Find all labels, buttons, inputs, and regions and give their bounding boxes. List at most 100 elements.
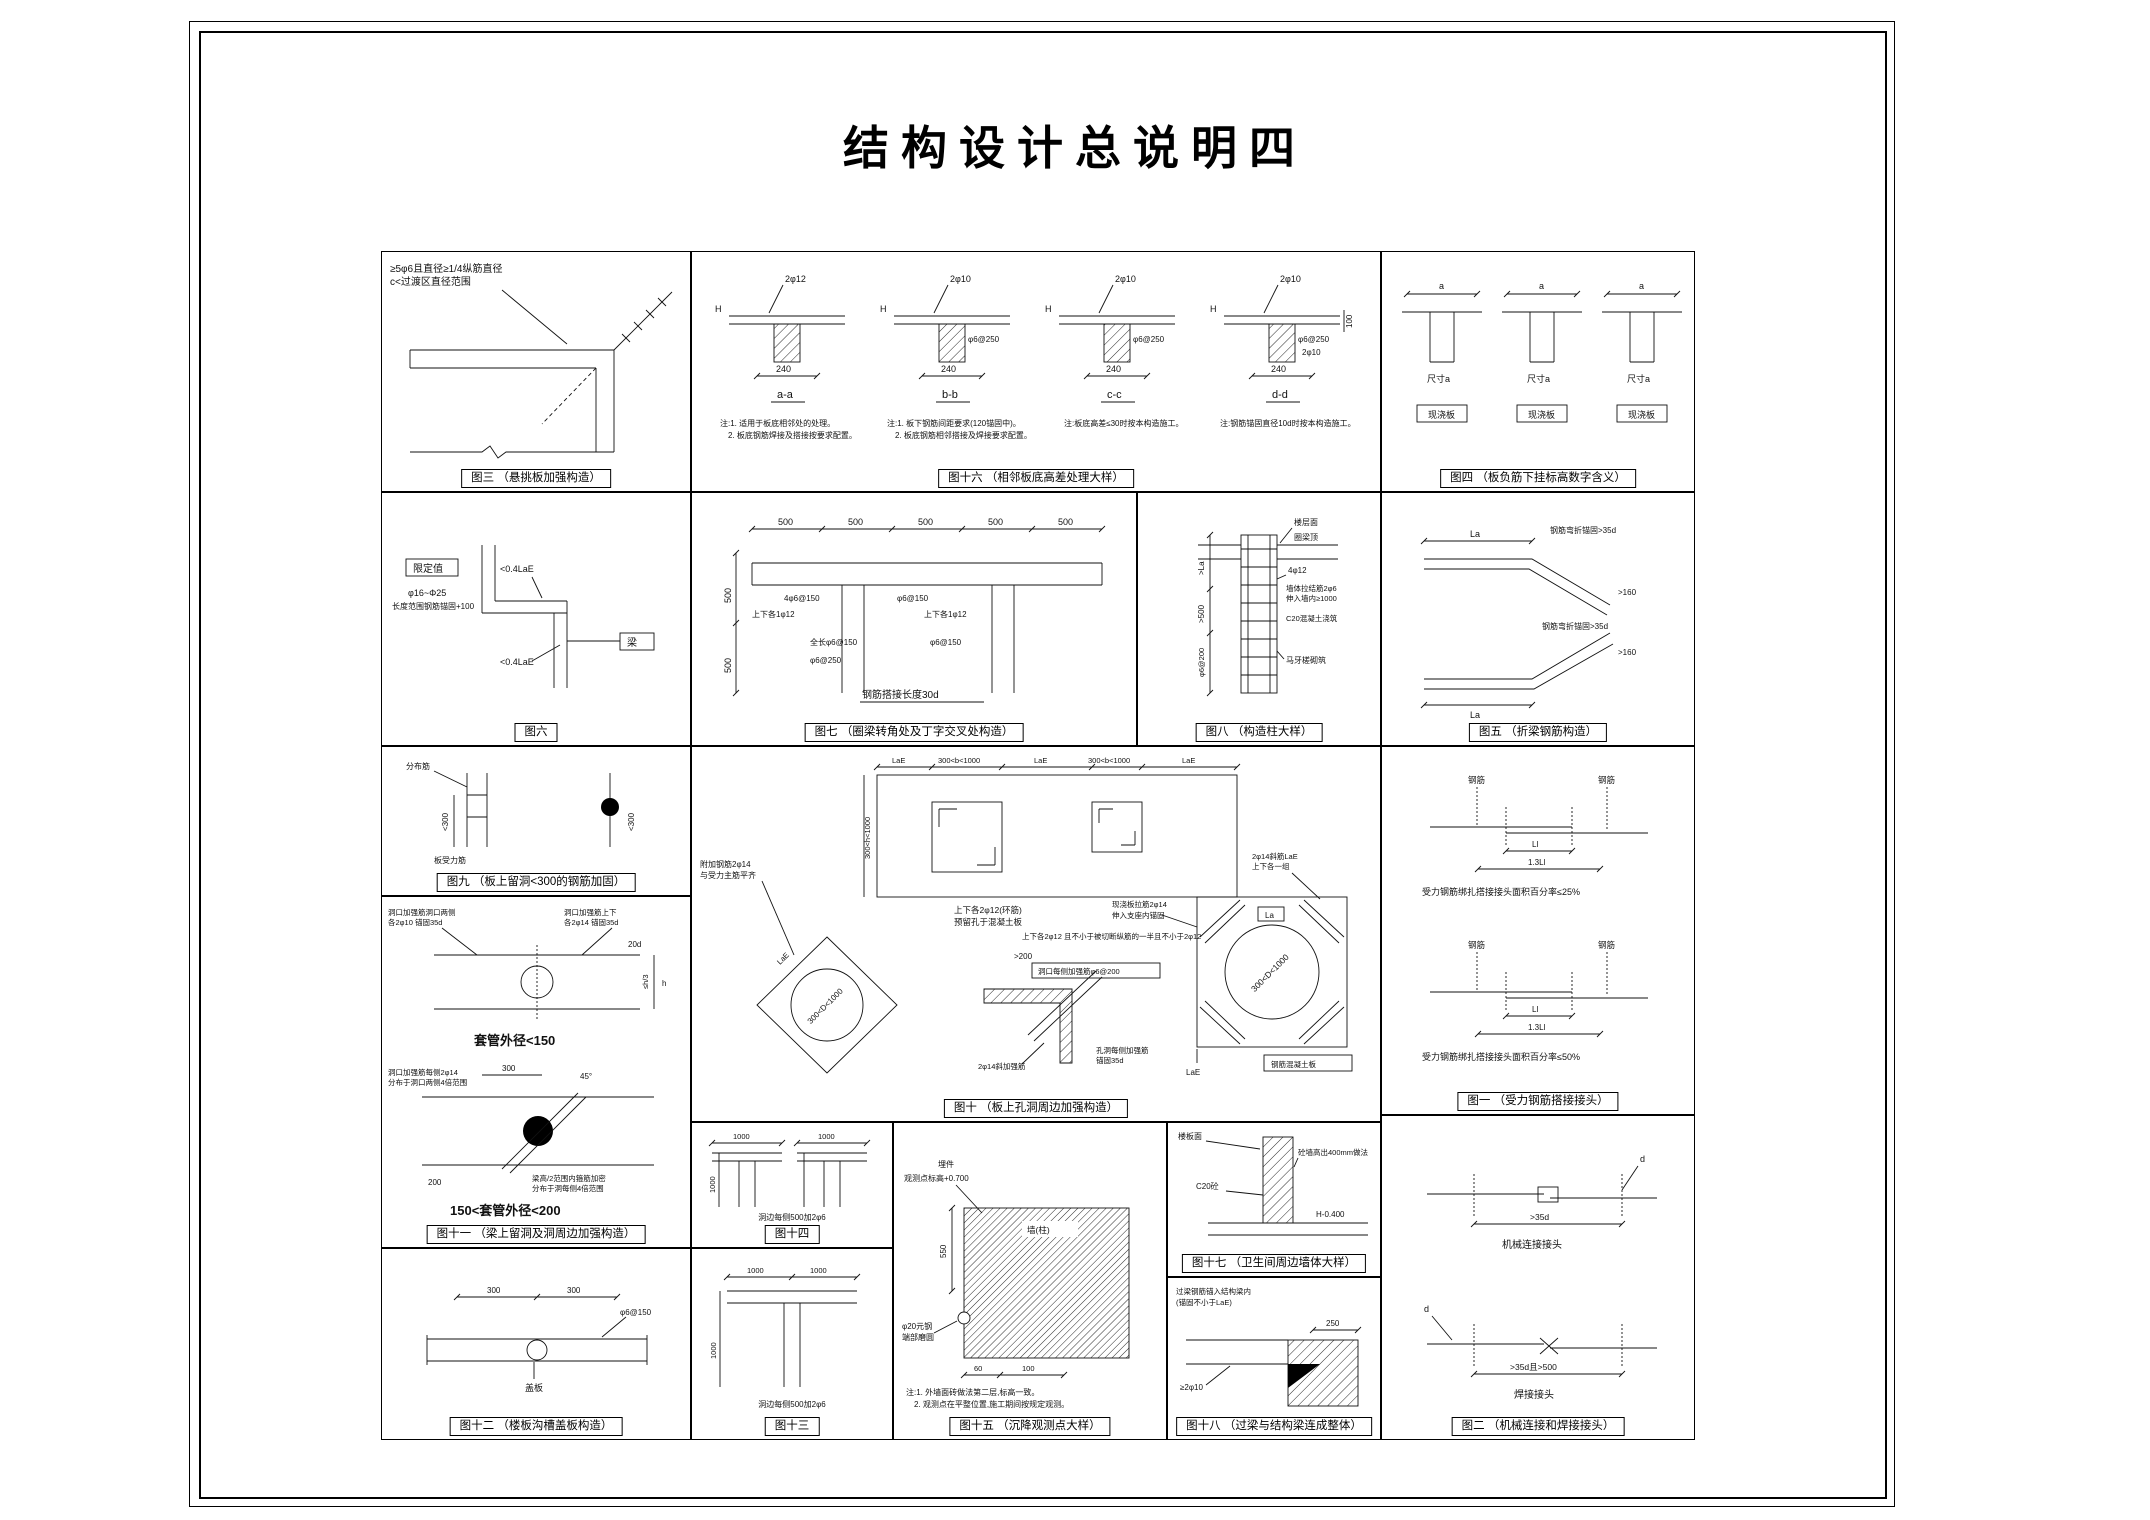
dim-label: 300<h<1000 <box>863 817 872 859</box>
splice-note: 受力钢筋绑扎搭接接头面积百分率≤50% <box>1422 1051 1580 1062</box>
bar-label: 2φ10 <box>1115 274 1136 284</box>
slab-box-label: 钢筋混凝土板 <box>1271 1059 1316 1069</box>
fig3-drawing: ≥5φ6且直径≥1/4纵筋直径 c<过渡区直径范围 <box>390 262 673 459</box>
dim-label: 1.3Ll <box>1528 858 1546 867</box>
slab-tie-note: 现浇板拉筋2φ14 <box>1112 899 1167 909</box>
limit-label: 限定值 <box>413 562 443 575</box>
stirrup-note: 分布于洞每侧4倍范围 <box>532 1183 604 1193</box>
caption-text: 图九 （板上留洞<300的钢筋加固） <box>446 876 626 888</box>
caption-text: 图十二 （楼板沟槽盖板构造） <box>459 1420 613 1432</box>
panel-fig12: 300 300 φ6@150 盖板 图十二 （楼板沟槽盖板构造） <box>381 1248 691 1440</box>
bar-label: 2φ10 <box>950 274 971 284</box>
dim-label: >35d且>500 <box>1510 1362 1557 1372</box>
fig4-drawing: a 尺寸a 现浇板 a 尺寸a 现浇板 a <box>1402 281 1682 423</box>
wall-note: 砼墙高出400mm做法 <box>1298 1147 1369 1157</box>
caption-fig4: 图四 （板负筋下挂标高数字含义） <box>1440 469 1636 488</box>
beam-label: 梁 <box>627 636 637 649</box>
panel-fig16: 2φ12 H 240 a-a 2φ10 H φ6@250 240 b-b 2φ1… <box>691 251 1381 492</box>
note-text: c<过渡区直径范围 <box>390 275 471 288</box>
fig8-drawing: 楼层面 圈梁顶 4φ12 墙体拉结筋2φ6 伸入墙内≥1000 C20混凝土浇筑… <box>1197 517 1338 697</box>
h-label: H <box>715 304 722 314</box>
caption-fig8: 图八 （构造柱大样） <box>1195 723 1323 742</box>
plan-note: 上下各2φ12(环筋) <box>954 905 1022 915</box>
panel-fig13: 1000 1000 1000 洞边每侧500加2φ6 图十三 <box>691 1248 893 1440</box>
fig10-drawing: LaE 300<b<1000 LaE 300<b<1000 LaE 300<h<… <box>700 756 1353 1077</box>
caption-text: 图六 <box>524 726 548 738</box>
sleeve-size-label: 套管外径<150 <box>473 1033 555 1048</box>
dim-label: LaE <box>1186 1068 1200 1077</box>
caption-text: 图七 （圈梁转角处及丁字交叉处构造） <box>814 726 1014 738</box>
caption-text: 图十七 （卫生间周边墙体大样） <box>1191 1257 1357 1269</box>
panel-fig7: 500 500 500 500 500 500 500 4φ6@150 φ6@1… <box>691 492 1137 746</box>
plan-note: 上下各2φ12 且不小于被切断纵筋的一半且不小于2φ12 <box>1022 931 1201 941</box>
bar-label: 2φ12 <box>785 274 806 284</box>
added-bar-note: 附加钢筋2φ14 <box>700 859 751 869</box>
panel-fig14: 1000 1000 1000 洞边每侧500加2φ6 图十四 <box>691 1122 893 1248</box>
dim-label: 500 <box>723 658 733 673</box>
rebar-label: 上下各1φ12 <box>752 609 795 619</box>
dim-label: 1.3Ll <box>1528 1023 1546 1032</box>
dim-label: Ll <box>1532 1005 1538 1014</box>
detail-grid: ≥5φ6且直径≥1/4纵筋直径 c<过渡区直径范围 图三 （悬挑板加强构造） 2… <box>381 251 1695 1440</box>
caption-text: 图十四 <box>774 1228 810 1240</box>
note-text: 注:板底高差≤30时按本构造施工。 <box>1064 418 1184 428</box>
dia-label: d <box>1424 1304 1429 1314</box>
fig1-drawing: 钢筋 钢筋 Ll 1.3Ll 受力钢筋绑扎搭接接头面积百分率≤25% 钢筋 钢筋 <box>1422 775 1648 1062</box>
dim-label: a <box>1639 281 1644 291</box>
tie-note: 伸入墙内≥1000 <box>1286 593 1337 603</box>
edge-bar-note: 洞边每侧500加2φ6 <box>758 1399 826 1409</box>
anchor-label: <0.4LaE <box>500 564 534 574</box>
dim-label: <300 <box>441 812 450 831</box>
fig12-drawing: 300 300 φ6@150 盖板 <box>426 1286 652 1393</box>
fig13-drawing: 1000 1000 1000 洞边每侧500加2φ6 <box>709 1266 861 1409</box>
panel-fig15: 埋件 观测点标高+0.700 墙(柱) 550 φ20元钢 端部磨圆 60 10… <box>893 1122 1167 1440</box>
dim-label: >35d <box>1530 1212 1549 1222</box>
hole-bar-note: 洞口加强筋洞口两侧 <box>388 907 456 917</box>
caption-fig16: 图十六 （相邻板底高差处理大样） <box>938 469 1134 488</box>
dim-label: La <box>1470 529 1480 539</box>
caption-fig12: 图十二 （楼板沟槽盖板构造） <box>449 1417 623 1436</box>
note-text: 注:1. 适用于板底相邻处的处理。 <box>720 418 835 428</box>
caption-text: 图十三 <box>774 1420 810 1432</box>
fig15-drawing: 埋件 观测点标高+0.700 墙(柱) 550 φ20元钢 端部磨圆 60 10… <box>902 1159 1130 1409</box>
dim-label: 500 <box>988 517 1003 527</box>
dim-label: 240 <box>1106 364 1121 374</box>
caption-fig10: 图十 （板上孔洞周边加强构造） <box>943 1099 1129 1118</box>
size-label: 尺寸a <box>1627 373 1650 384</box>
point-note: 端部磨圆 <box>902 1332 934 1342</box>
size-label: 尺寸a <box>1527 373 1550 384</box>
rebar-label: 全长φ6@150 <box>810 637 858 647</box>
lintel-note: (锚固不小于LaE) <box>1176 1297 1232 1307</box>
panel-fig10: LaE 300<b<1000 LaE 300<b<1000 LaE 300<h<… <box>691 746 1381 1122</box>
panel-fig11: 洞口加强筋洞口两侧 各2φ10 锚固35d 洞口加强筋上下 各2φ14 锚固35… <box>381 896 691 1248</box>
ringbeam-label: 圈梁顶 <box>1294 533 1318 542</box>
stirrup-label: φ6@250 <box>1133 335 1165 344</box>
caption-fig7: 图七 （圈梁转角处及丁字交叉处构造） <box>804 723 1024 742</box>
rebar-label: 钢筋 <box>1598 775 1615 785</box>
caption-text: 图五 （折梁钢筋构造） <box>1478 726 1598 738</box>
sheet-outer-border <box>189 21 1895 1507</box>
stirrup-note: 梁高/2范围内箍筋加密 <box>532 1173 606 1183</box>
dim-label: 200 <box>428 1178 442 1187</box>
rebar-label: φ6@150 <box>897 594 929 603</box>
panel-fig9: 分布筋 <300 板受力筋 <300 图九 （板上留洞<300的钢筋加固） <box>381 746 691 896</box>
rebar-label: 4φ6@150 <box>784 594 820 603</box>
obs-elev-label: 观测点标高+0.700 <box>904 1173 969 1183</box>
bend-note: 钢筋弯折锚固>35d <box>1550 525 1616 535</box>
slab-label: 现浇板 <box>1428 409 1455 420</box>
caption-text: 图十五 （沉降观测点大样） <box>959 1420 1101 1432</box>
dim-label: 500 <box>918 517 933 527</box>
dim-label: LaE <box>1182 756 1195 765</box>
caption-text: 图一 （受力钢筋搭接接头） <box>1467 1095 1609 1107</box>
dim-label: <300 <box>627 812 636 831</box>
hole-dim: 300<D<1000 <box>806 986 845 1025</box>
caption-fig15: 图十五 （沉降观测点大样） <box>949 1417 1111 1436</box>
hole-dim: 300<D<1000 <box>1249 952 1291 994</box>
section-label: d-d <box>1272 389 1288 401</box>
fig6-drawing: 限定值 <0.4LaE φ16~Φ25 长度范围钢筋锚固+100 <0.4LaE… <box>392 545 655 688</box>
splice-note: 受力钢筋绑扎搭接接头面积百分率≤25% <box>1422 886 1580 897</box>
dim-label: ≤h/3 <box>641 974 650 989</box>
slab-label: 现浇板 <box>1628 409 1655 420</box>
caption-text: 图三 （悬挑板加强构造） <box>471 472 601 484</box>
panel-fig5: 钢筋弯折锚固>35d La >160 >160 La 钢筋弯折锚固>35d 图五… <box>1381 492 1695 746</box>
